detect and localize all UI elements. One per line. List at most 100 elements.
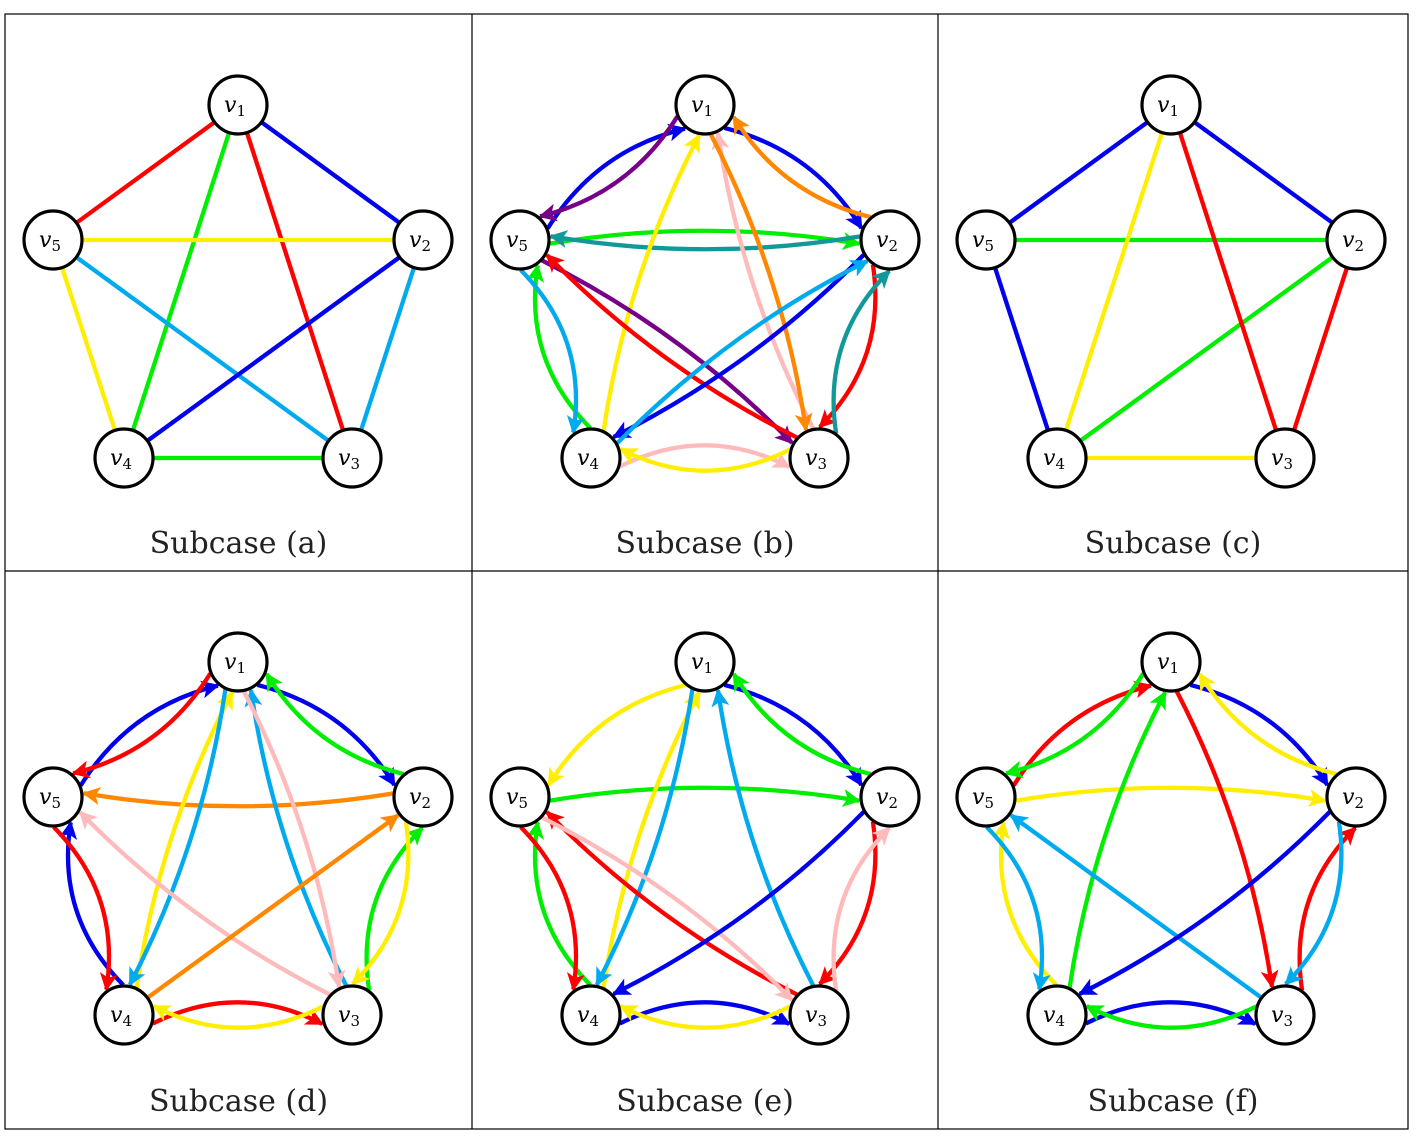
vertex-circle: [93, 427, 155, 489]
panel-caption: Subcase (e): [616, 1084, 794, 1119]
vertex-v3: v3: [1254, 984, 1316, 1046]
vertex-v4: v4: [93, 984, 155, 1046]
vertex-circle: [22, 766, 84, 828]
edge-v5-v3-purple: [541, 258, 794, 445]
edge-v1-v3-red: [1174, 690, 1279, 989]
vertex-label: v4: [110, 446, 132, 473]
edge-v1-v2-blue: [723, 682, 864, 787]
edge-v5-v4-cyan: [985, 825, 1051, 992]
edge-v3-v5-pink: [78, 810, 331, 997]
edge-v5-v3-pink: [541, 815, 794, 1002]
vertex-circle: [674, 74, 736, 136]
vertex-label: v4: [1043, 1003, 1065, 1030]
vertex-v4: v4: [1026, 984, 1088, 1046]
edge-v4-v2-cyan: [615, 259, 869, 445]
edge-v2-v1-green: [264, 672, 405, 777]
edge-v5-v3-cyan: [75, 255, 330, 443]
panel-caption: Subcase (f): [1088, 1084, 1259, 1119]
edge-v4-v3-pink: [618, 443, 791, 469]
vertices: v1 v2 v3 v4 v5: [955, 631, 1387, 1046]
vertex-v5: v5: [22, 766, 84, 828]
vertex-v2: v2: [859, 209, 921, 271]
edge-v1-v3-orange: [708, 133, 813, 432]
vertex-label: v4: [110, 1003, 132, 1030]
edge-v4-v3-blue: [1084, 1000, 1257, 1026]
vertex-label: v4: [577, 446, 599, 473]
vertex-v3: v3: [788, 984, 850, 1046]
vertex-circle: [392, 766, 454, 828]
vertex-circle: [93, 984, 155, 1046]
vertex-circle: [1140, 631, 1202, 693]
edge-v1-v2-blue: [1193, 120, 1334, 225]
edge-v3-v4-yellow: [152, 1004, 325, 1030]
edge-v1-v5-yellow: [546, 682, 687, 787]
vertex-v2: v2: [1325, 766, 1387, 828]
edge-v4-v1-yellow: [601, 690, 702, 989]
vertex-v5: v5: [955, 209, 1017, 271]
vertex-v1: v1: [1140, 74, 1202, 136]
vertex-label: v3: [338, 446, 360, 473]
vertex-label: v3: [1271, 1003, 1293, 1030]
edge-v1-v5-green: [1004, 672, 1146, 779]
edge-v2-v1-yellow: [1197, 672, 1338, 777]
vertex-label: v2: [1342, 785, 1364, 812]
vertex-v4: v4: [560, 984, 622, 1046]
panel-caption: Subcase (c): [1085, 526, 1262, 561]
vertex-label: v3: [338, 1003, 360, 1030]
vertex-circle: [1254, 984, 1316, 1046]
edge-v4-v2-orange: [146, 813, 400, 1000]
vertex-label: v5: [972, 785, 994, 812]
edge-v3-v5-red: [545, 810, 798, 997]
vertex-v5: v5: [955, 766, 1017, 828]
vertex-v2: v2: [392, 766, 454, 828]
vertex-label: v5: [972, 228, 994, 255]
vertex-label: v2: [876, 785, 898, 812]
edge-v5-v4-red: [519, 825, 585, 992]
edges: [60, 120, 416, 461]
vertex-v4: v4: [93, 427, 155, 489]
edge-v1-v5-red: [75, 120, 216, 225]
vertex-v3: v3: [788, 427, 850, 489]
edge-v3-v4-green: [1085, 1004, 1258, 1030]
vertex-circle: [955, 209, 1017, 271]
edge-v2-v1-orange: [731, 115, 872, 220]
edge-v4-v1-yellow: [601, 133, 702, 432]
panel-grid: [4, 13, 1409, 1130]
vertex-v1: v1: [1140, 631, 1202, 693]
edge-v3-v2-green: [364, 826, 424, 991]
panel-caption: Subcase (d): [149, 1084, 328, 1119]
panel-caption: Subcase (a): [150, 526, 328, 561]
edge-v3-v2-pink: [831, 826, 891, 991]
edge-v2-v4-blue: [1078, 810, 1332, 996]
edge-v2-v4-green: [1079, 255, 1334, 443]
edges: [519, 115, 891, 473]
vertex-circle: [22, 209, 84, 271]
edges: [985, 672, 1357, 1030]
edge-v2-v5-orange: [82, 787, 394, 809]
edge-v2-v4-blue: [146, 255, 401, 443]
vertex-label: v3: [1271, 446, 1293, 473]
panel-caption: Subcase (b): [615, 526, 794, 561]
edge-v3-v4-yellow: [619, 447, 792, 473]
edge-v5-v4-red: [52, 825, 118, 992]
vertex-circle: [788, 984, 850, 1046]
vertex-circle: [1026, 984, 1088, 1046]
vertex-circle: [392, 209, 454, 271]
vertex-v4: v4: [560, 427, 622, 489]
vertex-circle: [1325, 766, 1387, 828]
vertex-label: v3: [805, 446, 827, 473]
edge-v3-v5-red: [545, 253, 798, 440]
vertex-v1: v1: [674, 631, 736, 693]
edge-v3-v5-cyan: [1009, 813, 1263, 1000]
vertex-v5: v5: [22, 209, 84, 271]
edge-v1-v4-cyan: [127, 688, 228, 987]
vertex-circle: [489, 766, 551, 828]
vertex-label: v1: [1157, 650, 1179, 677]
